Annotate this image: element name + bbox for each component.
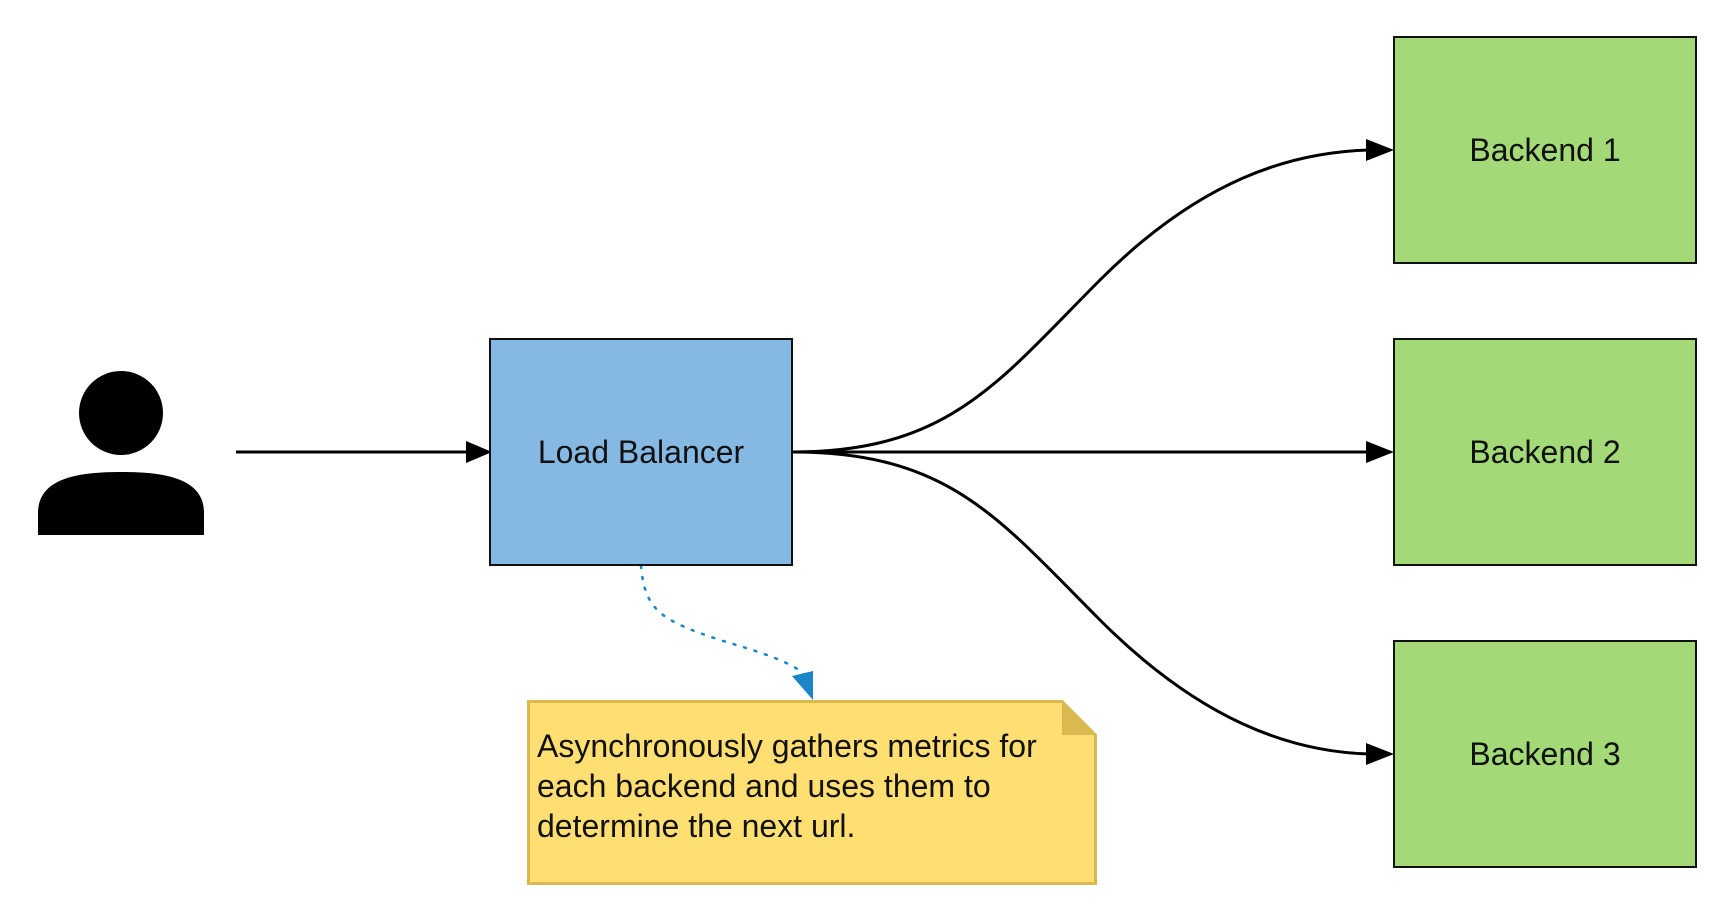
metrics-note[interactable]: Asynchronously gathers metrics for each … xyxy=(527,700,1097,885)
edge-load-balancer-to-backend-3 xyxy=(792,450,1371,756)
backend-2-node[interactable]: Backend 2 xyxy=(1393,338,1697,566)
load-balancer-label: Load Balancer xyxy=(537,434,745,470)
backend-2-label: Backend 2 xyxy=(1469,434,1621,470)
arrowhead-load-balancer xyxy=(466,441,492,463)
arrowhead-backend-1 xyxy=(1366,139,1394,161)
edge-load-balancer-to-backend-1 xyxy=(792,148,1371,454)
arrowhead-backend-3 xyxy=(1366,743,1394,765)
backend-3-label: Backend 3 xyxy=(1469,736,1621,772)
backend-1-label: Backend 1 xyxy=(1469,132,1621,168)
backend-1-node[interactable]: Backend 1 xyxy=(1393,36,1697,264)
arrowhead-note xyxy=(792,671,813,700)
load-balancer-node[interactable]: Load Balancer xyxy=(489,338,793,566)
edge-load-balancer-to-note xyxy=(639,564,810,682)
arrowhead-backend-2 xyxy=(1366,441,1394,463)
note-text: Asynchronously gathers metrics for each … xyxy=(537,728,1037,844)
note-shape xyxy=(527,700,1097,885)
user-icon xyxy=(38,370,204,536)
backend-3-node[interactable]: Backend 3 xyxy=(1393,640,1697,868)
